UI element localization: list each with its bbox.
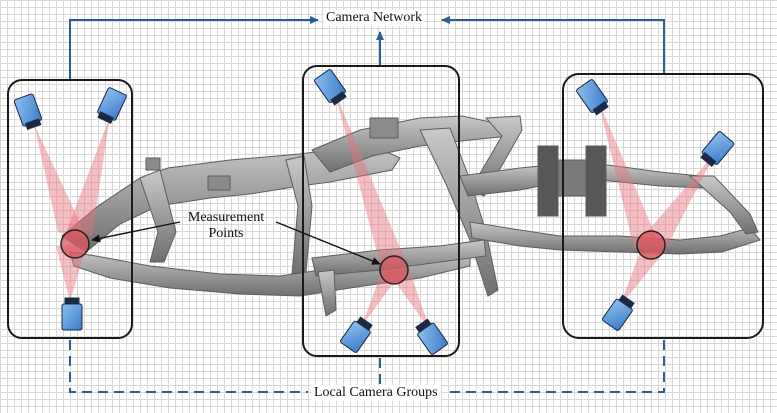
camera-group-left bbox=[7, 79, 133, 339]
camera-icon bbox=[13, 93, 43, 130]
camera-icon bbox=[415, 318, 448, 355]
camera-icon bbox=[602, 294, 635, 331]
camera-group-right bbox=[562, 73, 764, 339]
cameras bbox=[13, 69, 735, 355]
camera-icon bbox=[61, 297, 83, 331]
camera-icon bbox=[314, 69, 347, 106]
camera-icon bbox=[340, 316, 373, 353]
local-groups-links bbox=[69, 340, 665, 393]
local-camera-groups-label: Local Camera Groups bbox=[311, 385, 441, 401]
camera-icon bbox=[576, 79, 609, 116]
camera-icon bbox=[700, 131, 735, 167]
camera-icon bbox=[97, 87, 127, 124]
measurement-pointer-arrows bbox=[91, 221, 381, 265]
camera-group-center bbox=[302, 65, 460, 357]
camera-network-label: Camera Network bbox=[324, 10, 425, 26]
measurement-point-left bbox=[60, 229, 90, 259]
measurement-point-center bbox=[379, 255, 409, 285]
measurement-point-right bbox=[636, 230, 666, 260]
view-cones bbox=[34, 90, 716, 330]
camera-network-links bbox=[69, 16, 665, 80]
measurement-points-label: Measurement Points bbox=[187, 210, 265, 241]
vehicle-frame bbox=[61, 115, 761, 317]
measurement-points bbox=[60, 229, 666, 285]
